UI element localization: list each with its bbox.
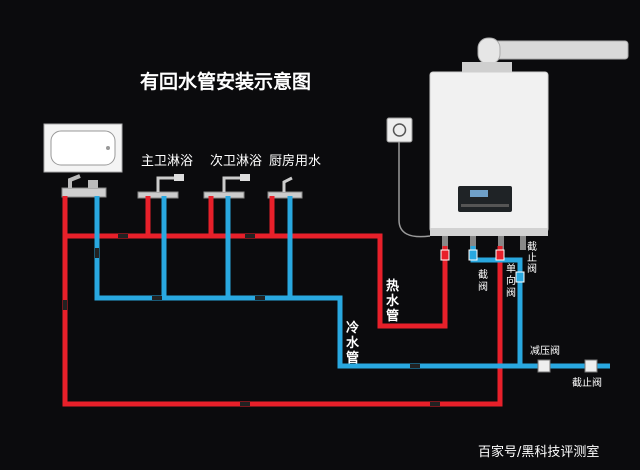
cold-water-label: 冷 水 管	[346, 320, 360, 366]
flue-pipe	[487, 40, 629, 60]
check-valve-label: 单 向 阀	[506, 263, 516, 299]
water-heater	[429, 37, 629, 250]
second-shower-head	[203, 174, 250, 199]
svg-text:管: 管	[346, 350, 359, 366]
stop-valve-b-icon	[584, 359, 598, 373]
pressure-reducer-valve	[537, 359, 551, 373]
pressure-reducer-label: 减压阀	[530, 344, 560, 357]
bathtub-faucet	[61, 174, 107, 198]
label-second-shower: 次卫淋浴	[210, 153, 262, 169]
valve-small-1-label: 截 阀	[478, 268, 488, 293]
watermark: 百家号/黑科技评测室	[478, 444, 599, 460]
svg-text:冷: 冷	[346, 320, 359, 336]
power-socket	[386, 117, 431, 238]
bathtub-icon	[43, 123, 123, 173]
pipe-joints	[63, 234, 440, 406]
svg-text:截: 截	[478, 268, 488, 281]
svg-text:水: 水	[386, 293, 400, 309]
label-kitchen: 厨房用水	[269, 153, 321, 169]
svg-text:单: 单	[506, 263, 516, 275]
kitchen-faucet	[267, 176, 303, 199]
stop-valve-a-label: 截 止 阀	[527, 240, 537, 275]
svg-text:止: 止	[527, 252, 537, 264]
main-shower-head	[137, 174, 184, 199]
hot-water-label: 热 水 管	[386, 278, 400, 324]
heater-valves	[440, 249, 525, 283]
svg-text:截: 截	[527, 240, 537, 253]
label-main-shower: 主卫淋浴	[141, 154, 193, 169]
svg-text:向: 向	[506, 274, 516, 287]
svg-text:阀: 阀	[478, 280, 488, 293]
svg-text:水: 水	[346, 335, 360, 351]
svg-text:热: 热	[386, 278, 399, 294]
svg-text:管: 管	[386, 308, 399, 324]
stop-valve-b-label: 截止阀	[572, 376, 602, 389]
heater-display	[458, 186, 512, 212]
svg-text:阀: 阀	[506, 286, 516, 299]
diagram-title: 有回水管安装示意图	[140, 70, 311, 93]
svg-text:阀: 阀	[527, 262, 537, 275]
